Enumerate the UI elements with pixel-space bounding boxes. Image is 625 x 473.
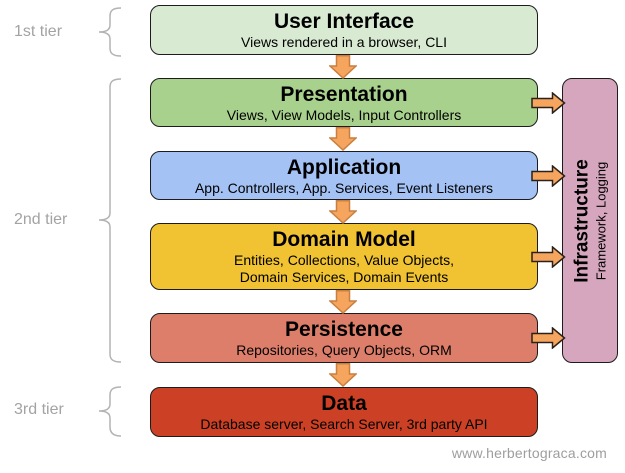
layer-box-infrastructure: Infrastructure Framework, Logging bbox=[562, 78, 618, 363]
arrow-right-shape bbox=[531, 327, 566, 349]
brace-3rd-tier bbox=[98, 386, 122, 437]
arrow-down-shape bbox=[329, 199, 357, 224]
arrow-down-icon bbox=[329, 54, 357, 79]
layer-title: Persistence bbox=[285, 318, 403, 341]
arrow-down-shape bbox=[329, 126, 357, 151]
layer-box-presentation: Presentation Views, View Models, Input C… bbox=[150, 78, 538, 127]
layer-box-application: Application App. Controllers, App. Servi… bbox=[150, 151, 538, 200]
brace-1st-tier bbox=[98, 7, 122, 57]
layer-box-domain-model: Domain Model Entities, Collections, Valu… bbox=[150, 223, 538, 290]
layer-box-user-interface: User Interface Views rendered in a brows… bbox=[150, 5, 538, 55]
layer-title: Data bbox=[321, 392, 367, 415]
arrow-down-icon bbox=[329, 126, 357, 151]
layer-title: User Interface bbox=[273, 10, 415, 33]
arrow-down-shape bbox=[329, 289, 357, 314]
watermark-url: www.herbertograca.com bbox=[451, 445, 607, 461]
layer-subtitle: Database server, Search Server, 3rd part… bbox=[200, 416, 488, 432]
arrow-down-shape bbox=[329, 362, 357, 387]
layer-title: Presentation bbox=[280, 82, 408, 106]
layer-title: Application bbox=[286, 155, 402, 179]
layer-subtitle: App. Controllers, App. Services, Event L… bbox=[194, 179, 494, 196]
arrow-down-icon bbox=[329, 199, 357, 224]
arrow-right-icon bbox=[531, 164, 566, 187]
layer-subtitle: Entities, Collections, Value Objects, Do… bbox=[234, 252, 454, 285]
arrow-down-icon bbox=[329, 289, 357, 314]
layer-subtitle: Framework, Logging bbox=[593, 161, 609, 280]
arrow-right-shape bbox=[531, 91, 566, 114]
infrastructure-rotated-text: Infrastructure Framework, Logging bbox=[572, 159, 609, 283]
tier-label-1st: 1st tier bbox=[14, 23, 63, 40]
layer-subtitle: Views rendered in a browser, CLI bbox=[241, 34, 447, 50]
brace-2nd-tier bbox=[98, 78, 122, 363]
tier-label-2nd: 2nd tier bbox=[14, 211, 68, 228]
arrow-down-icon bbox=[329, 362, 357, 387]
arrow-right-icon bbox=[531, 91, 566, 114]
layer-box-persistence: Persistence Repositories, Query Objects,… bbox=[150, 313, 538, 363]
layer-title: Infrastructure bbox=[571, 158, 593, 283]
arrow-right-icon bbox=[531, 245, 566, 268]
arrow-right-icon bbox=[531, 327, 566, 349]
tier-label-3rd: 3rd tier bbox=[14, 401, 64, 418]
arrow-right-shape bbox=[531, 164, 566, 187]
arrow-down-shape bbox=[329, 54, 357, 79]
layer-subtitle: Views, View Models, Input Controllers bbox=[226, 106, 462, 123]
layer-box-data: Data Database server, Search Server, 3rd… bbox=[150, 387, 538, 437]
layer-title: Domain Model bbox=[272, 228, 416, 251]
arrow-right-shape bbox=[531, 245, 566, 268]
layer-subtitle: Repositories, Query Objects, ORM bbox=[236, 342, 452, 358]
